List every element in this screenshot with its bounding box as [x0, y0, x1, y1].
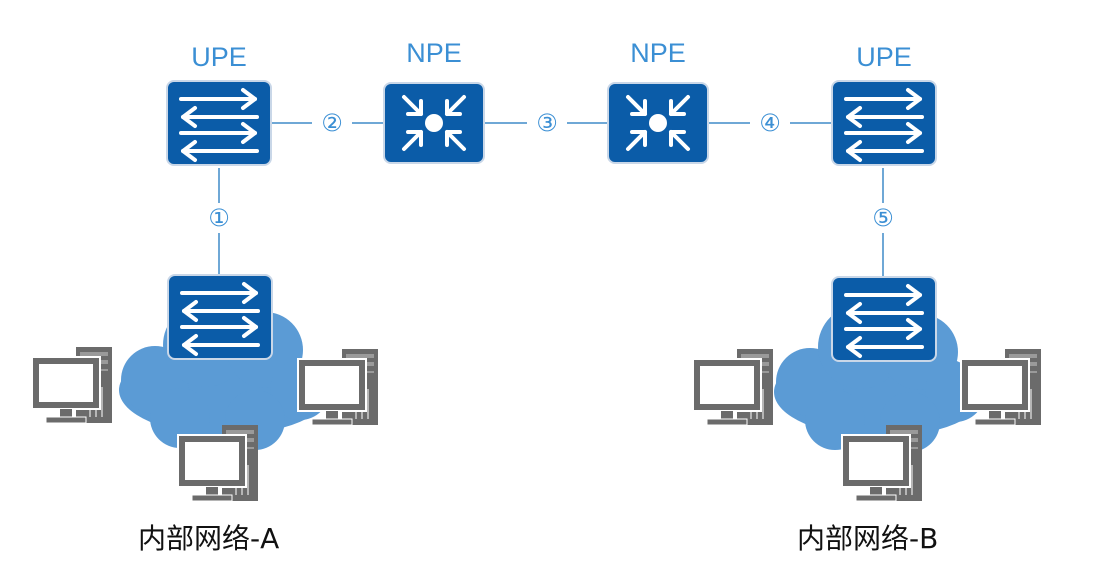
network-a-cloud-icon	[119, 303, 331, 450]
host-a3-pc-icon[interactable]	[177, 424, 259, 502]
link-lines	[218, 122, 884, 277]
npe-left-router-icon[interactable]	[382, 81, 486, 165]
network-b-label: 内部网络-B	[797, 522, 938, 555]
network-b-cloud-icon	[774, 305, 986, 452]
host-a1-pc-icon[interactable]	[31, 346, 113, 424]
npe-left-label: NPE	[406, 38, 462, 68]
link-4-label: ④	[759, 109, 781, 137]
link-2-label: ②	[321, 109, 343, 137]
host-b3-pc-icon[interactable]	[841, 424, 923, 502]
network-a-label: 内部网络-A	[138, 522, 279, 555]
upe-left-switch-icon[interactable]	[165, 79, 273, 167]
access-right-switch-icon[interactable]	[830, 275, 938, 363]
upe-left-label: UPE	[191, 42, 247, 72]
host-b1-pc-icon[interactable]	[692, 348, 774, 426]
access-left-switch-icon[interactable]	[166, 273, 274, 361]
link-5-label: ⑤	[872, 204, 894, 232]
npe-right-label: NPE	[630, 38, 686, 68]
link-1-label: ①	[208, 204, 230, 232]
upe-right-switch-icon[interactable]	[830, 79, 938, 167]
upe-right-label: UPE	[856, 42, 912, 72]
npe-right-router-icon[interactable]	[606, 81, 710, 165]
link-3-label: ③	[536, 109, 558, 137]
